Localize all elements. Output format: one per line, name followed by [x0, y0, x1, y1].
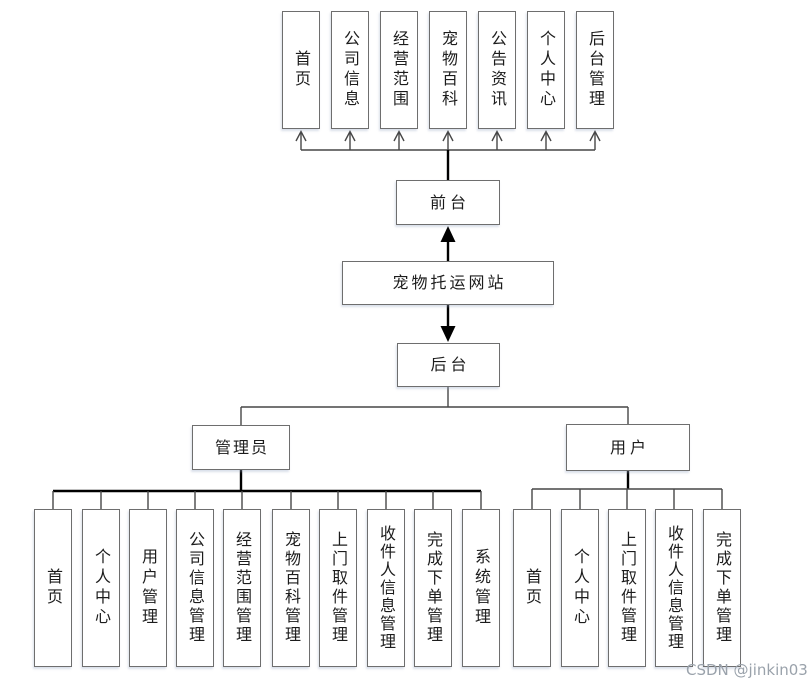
node-user-recipient-info-management: 收件人信息管理	[655, 509, 693, 667]
node-label: 个人中心	[537, 30, 556, 110]
node-label: 公司信息	[341, 30, 360, 110]
node-admin-system-management: 系统管理	[462, 509, 500, 667]
node-user-completed-order-management: 完成下单管理	[703, 509, 741, 667]
arrow-down-icon	[440, 326, 456, 342]
node-label: 首页	[292, 50, 311, 90]
arrow-up-icon	[440, 226, 456, 242]
node-admin-recipient-info-management: 收件人信息管理	[367, 509, 405, 667]
node-label: 完成下单管理	[713, 531, 732, 645]
node-front-admin-panel: 后台管理	[576, 11, 614, 129]
node-label: 经营范围管理	[233, 531, 252, 645]
node-admin-completed-order-management: 完成下单管理	[414, 509, 452, 667]
node-label: 完成下单管理	[424, 531, 443, 645]
node-label: 收件人信息管理	[665, 525, 684, 651]
node-label: 公告资讯	[488, 30, 507, 110]
node-admin-pet-wiki-management: 宠物百科管理	[272, 509, 310, 667]
node-admin-pickup-management: 上门取件管理	[319, 509, 357, 667]
node-role-admin: 管理员	[192, 425, 290, 470]
node-front-personal-center: 个人中心	[527, 11, 565, 129]
node-label: 首页	[44, 568, 63, 608]
node-label: 前台	[429, 192, 470, 212]
node-label: 个人中心	[92, 548, 111, 628]
node-front-business-scope: 经营范围	[380, 11, 418, 129]
node-admin-business-scope-management: 经营范围管理	[223, 509, 261, 667]
node-label: 后台	[430, 355, 471, 374]
node-user-pickup-management: 上门取件管理	[608, 509, 646, 667]
node-backend: 后台	[397, 343, 500, 387]
node-label: 宠物百科	[439, 30, 458, 110]
node-label: 上门取件管理	[618, 531, 637, 645]
node-frontend: 前台	[396, 180, 500, 225]
node-admin-personal-center: 个人中心	[82, 509, 120, 667]
node-label: 用户管理	[139, 548, 158, 628]
node-label: 经营范围	[390, 30, 409, 110]
node-label: 后台管理	[586, 30, 605, 110]
node-admin-company-info-management: 公司信息管理	[176, 509, 214, 667]
node-front-company-info: 公司信息	[331, 11, 369, 129]
node-front-pet-wiki: 宠物百科	[429, 11, 467, 129]
node-label: 宠物托运网站	[392, 273, 507, 292]
node-label: 收件人信息管理	[377, 525, 396, 651]
node-admin-user-management: 用户管理	[129, 509, 167, 667]
node-label: 个人中心	[571, 548, 590, 628]
node-front-announcements: 公告资讯	[478, 11, 516, 129]
node-label: 首页	[523, 568, 542, 608]
node-role-user: 用户	[566, 424, 690, 471]
arrow-up-open-group	[295, 129, 601, 150]
node-admin-home: 首页	[34, 509, 72, 667]
node-user-personal-center: 个人中心	[561, 509, 599, 667]
node-user-home: 首页	[513, 509, 551, 667]
node-label: 宠物百科管理	[282, 531, 301, 645]
node-label: 公司信息管理	[186, 531, 205, 645]
node-label: 系统管理	[472, 548, 491, 628]
node-site-root: 宠物托运网站	[342, 261, 554, 305]
watermark: CSDN @jinkin03	[686, 661, 808, 679]
node-label: 用户	[609, 437, 650, 457]
node-label: 管理员	[214, 437, 269, 457]
node-label: 上门取件管理	[329, 531, 348, 645]
node-front-home: 首页	[282, 11, 320, 129]
